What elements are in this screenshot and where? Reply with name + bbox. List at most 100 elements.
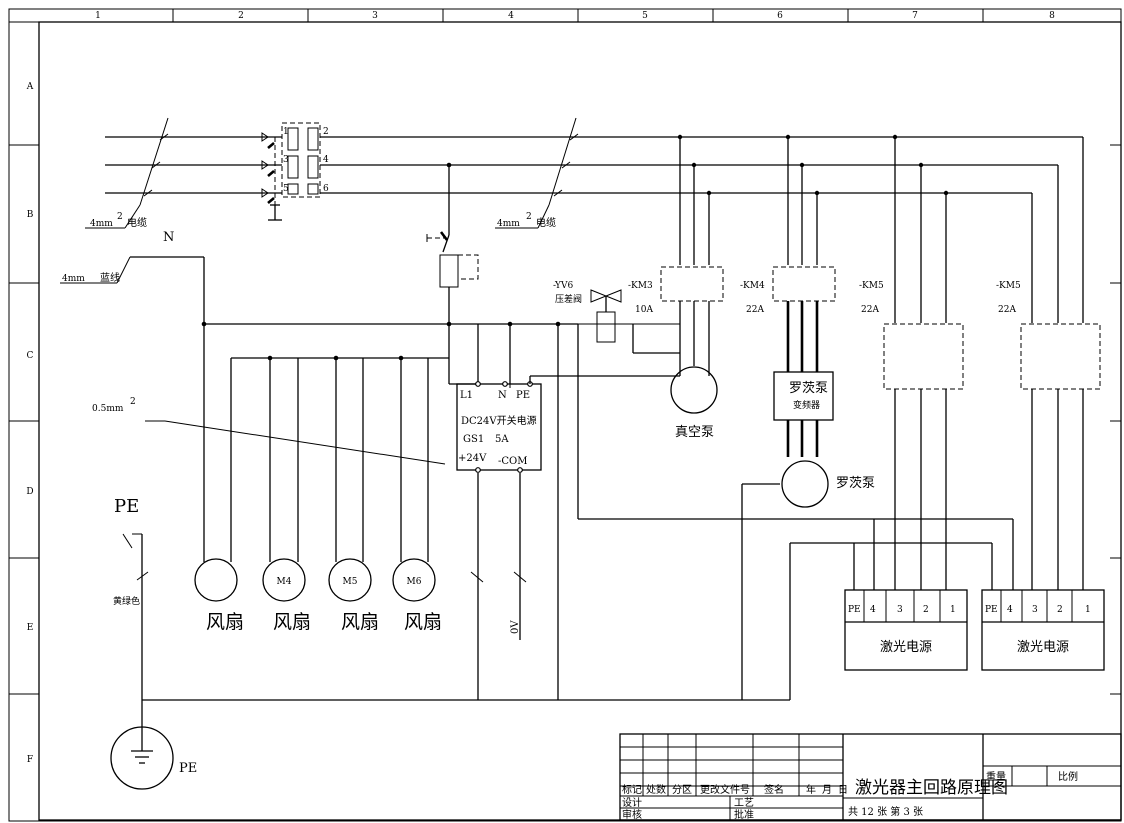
- ground-label: PE: [179, 761, 197, 776]
- km5a-tag: -KM5: [859, 281, 884, 291]
- title-block: [619, 733, 1122, 821]
- zone-col-1: 1: [95, 11, 101, 21]
- psu-term-n: N: [498, 390, 507, 401]
- roots-box-line1: 罗茨泵: [789, 381, 828, 396]
- laser-a-term-2: 2: [923, 605, 929, 615]
- branch-cable-size: 4mm: [497, 219, 520, 229]
- contactor-km3: [660, 134, 724, 376]
- psu-out-pos: +24V: [458, 453, 487, 464]
- supply-cable-sup: 2: [117, 212, 123, 222]
- roots-motor-label: 罗茨泵: [836, 476, 875, 491]
- supply-cable-word: 电缆: [127, 216, 147, 229]
- psu-term-l1: L1: [460, 390, 473, 401]
- tb-approve: 批准: [734, 808, 754, 821]
- psu-gs: GS1: [463, 434, 484, 445]
- fan-motor-label-m5: M5: [343, 577, 358, 587]
- sheet-count: 共 12 张 第 3 张: [848, 805, 923, 818]
- tb-weight: 重量: [986, 770, 1006, 783]
- valve-name: 压差阀: [555, 293, 582, 305]
- zone-col-4: 4: [508, 11, 514, 21]
- zone-row-f: F: [27, 755, 33, 765]
- fan-motor-label-m6: M6: [407, 577, 422, 587]
- pe-routing: [142, 321, 993, 701]
- zone-row-labels: A B C D E F: [26, 82, 34, 765]
- breaker-pin-1: 1: [283, 127, 289, 137]
- supply-cable-size: 4mm: [90, 219, 113, 229]
- tb-craft: 工艺: [734, 797, 754, 809]
- psu-out-neg: -COM: [498, 456, 527, 467]
- tb-h-day: 日: [838, 785, 848, 796]
- km5b-tag: -KM5: [996, 281, 1021, 291]
- branch-cable-word: 电缆: [536, 216, 556, 229]
- laser-b-term-3: 3: [1032, 605, 1038, 615]
- branch-cable-sup: 2: [526, 212, 532, 222]
- branch-cable-mark: [495, 117, 579, 229]
- valve-tag: -YV6: [553, 281, 573, 291]
- km4-rating: 22A: [746, 305, 764, 315]
- contactor-km5-a: [883, 134, 964, 590]
- fan-motor-label-m4: M4: [277, 577, 292, 587]
- zone-row-d: D: [26, 487, 33, 497]
- laser-b-name: 激光电源: [1017, 640, 1069, 655]
- vacuum-pump-motor: [670, 366, 718, 414]
- control-bus: [201, 321, 1014, 590]
- tb-scale: 比例: [1058, 770, 1078, 783]
- signal-cable-size: 0.5mm: [92, 404, 124, 414]
- pe-wire-label: 黄绿色: [113, 595, 140, 607]
- vacuum-pump-label: 真空泵: [675, 425, 714, 440]
- tb-h-month: 月: [822, 784, 832, 796]
- roots-box-line2: 变频器: [793, 399, 820, 411]
- laser-psu-b: [981, 589, 1105, 671]
- tb-design: 设计: [622, 796, 642, 809]
- three-phase-bus: [85, 117, 1083, 229]
- pe-label: PE: [114, 496, 139, 517]
- fan-motor-m4: [262, 558, 306, 602]
- neutral-cable-word: 蓝线: [100, 271, 120, 284]
- laser-a-term-3: 3: [897, 605, 903, 615]
- neutral-label: N: [163, 230, 174, 245]
- zone-col-5: 5: [642, 11, 648, 21]
- zone-row-a: A: [26, 82, 34, 92]
- tb-h-count: 处数: [646, 783, 666, 796]
- zone-column-labels: 1 2 3 4 5 6 7 8: [95, 11, 1055, 21]
- laser-a-term-1: 1: [950, 605, 956, 615]
- zone-row-c: C: [27, 351, 34, 361]
- km5b-rating: 22A: [998, 305, 1016, 315]
- tb-h-zone: 分区: [672, 784, 692, 796]
- fan-motor-m6: [392, 558, 436, 602]
- zone-col-2: 2: [238, 11, 244, 21]
- contactor-km4: [772, 134, 836, 457]
- fan-branches: [145, 355, 446, 562]
- laser-b-term-pe: PE: [985, 605, 998, 615]
- neutral-line: [60, 256, 205, 562]
- breaker-pin-5: 5: [283, 184, 289, 194]
- fan-label-4: 风扇: [404, 611, 442, 633]
- fan-motor-1: [194, 558, 238, 602]
- neutral-cable-size: 4mm: [62, 274, 85, 284]
- zone-row-e: E: [27, 623, 34, 633]
- zone-col-3: 3: [372, 11, 378, 21]
- zone-col-8: 8: [1049, 11, 1055, 21]
- km5a-rating: 22A: [861, 305, 879, 315]
- laser-a-name: 激光电源: [880, 640, 932, 655]
- pe-wire: [122, 533, 149, 738]
- laser-b-term-2: 2: [1057, 605, 1063, 615]
- dc24v-power-supply: [456, 375, 680, 700]
- psu-current: 5A: [495, 434, 509, 445]
- roots-pump-motor: [781, 460, 829, 508]
- tb-h-doc: 更改文件号: [700, 783, 750, 796]
- main-breaker: [261, 122, 321, 221]
- km3-tag: -KM3: [628, 281, 653, 291]
- tb-h-year: 年: [806, 783, 816, 796]
- fan-label-3: 风扇: [341, 611, 379, 633]
- zone-col-7: 7: [912, 11, 918, 21]
- breaker-pin-6: 6: [323, 184, 329, 194]
- fan-label-1: 风扇: [206, 611, 244, 633]
- breaker-pin-4: 4: [323, 155, 329, 165]
- km3-rating: 10A: [635, 305, 653, 315]
- psu-model: DC24V开关电源: [461, 414, 537, 427]
- laser-b-term-1: 1: [1085, 605, 1091, 615]
- signal-cable-sup: 2: [130, 397, 136, 407]
- contactor-km5-b: [1020, 137, 1101, 590]
